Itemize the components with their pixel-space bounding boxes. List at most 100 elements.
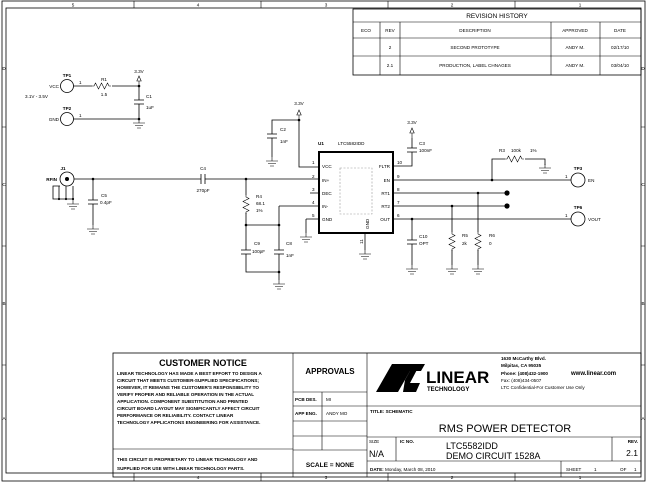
pin-number: 7 bbox=[397, 200, 400, 205]
r1-ref: R1 bbox=[101, 77, 107, 82]
r4-tolerance: 1% bbox=[256, 208, 263, 213]
c2-capacitor bbox=[267, 133, 277, 139]
size-label: SIZE bbox=[369, 439, 379, 444]
logo-sub: TECHNOLOGY bbox=[427, 387, 469, 393]
zone-label: D bbox=[641, 66, 645, 71]
proprietary-line: SUPPLIED FOR USE WITH LINEAR TECHNOLOGY … bbox=[117, 466, 244, 471]
zone-label: 4 bbox=[197, 3, 200, 8]
rt2-jumper-pad[interactable] bbox=[504, 203, 510, 209]
c8-capacitor bbox=[274, 249, 284, 255]
rev-label: REV. bbox=[628, 439, 638, 444]
tp1-testpoint[interactable] bbox=[60, 79, 74, 93]
zone-label: B bbox=[641, 301, 644, 306]
zone-label: 5 bbox=[72, 3, 75, 8]
c10-value: OPT bbox=[419, 241, 429, 246]
notice-line: HOWEVER, IT REMAINS THE CUSTOMER'S RESPO… bbox=[117, 385, 259, 390]
r3-resistor bbox=[504, 155, 525, 163]
pin-name: IN- bbox=[322, 204, 329, 209]
c9-capacitor bbox=[241, 249, 251, 255]
ground-icon bbox=[299, 232, 313, 243]
rev-cell: 2.1 bbox=[387, 63, 394, 68]
c9-value: 100pF bbox=[252, 249, 265, 254]
tp6-net: VOUT bbox=[588, 217, 601, 222]
pin-name: GND bbox=[322, 217, 333, 222]
pin-number: 4 bbox=[312, 200, 315, 205]
zone-label: B bbox=[2, 301, 5, 306]
customer-notice-text: LINEAR TECHNOLOGY HAS MADE A BEST EFFORT… bbox=[117, 371, 262, 425]
zone-label: C bbox=[2, 182, 6, 187]
c1-ref: C1 bbox=[146, 94, 152, 99]
u1-body[interactable] bbox=[318, 151, 394, 234]
table-row: 2 SECOND PROTOTYPE ANDY M. 02/17/10 bbox=[389, 45, 630, 50]
pin-name: VCC bbox=[322, 164, 332, 169]
date-label: DATE: bbox=[370, 467, 384, 472]
notice-line: APPLICATION. COMPONENT SUBSTITUTION AND … bbox=[117, 399, 249, 404]
notice-line: TECHNOLOGY APPLICATIONS ENGINEERING FOR … bbox=[117, 420, 260, 425]
tp3-pin: 1 bbox=[565, 174, 568, 179]
pin-number: 2 bbox=[312, 174, 315, 179]
zone-label: 4 bbox=[197, 475, 200, 480]
pin-name: FLTR bbox=[379, 164, 391, 169]
website-link[interactable]: www.linear.com bbox=[570, 371, 616, 377]
tp2-ref: TP2 bbox=[63, 106, 72, 111]
column-header: ECO bbox=[361, 28, 371, 33]
r6-value: 0 bbox=[489, 241, 492, 246]
zone-label: A bbox=[2, 416, 6, 421]
u1-ref: U1 bbox=[318, 141, 324, 146]
tp2-testpoint[interactable] bbox=[60, 112, 74, 126]
description-cell: PRODUCTION, LABEL CHNAGES bbox=[439, 63, 511, 68]
zone-label: A bbox=[641, 416, 645, 421]
tp1-net: VCC bbox=[49, 84, 59, 89]
approval-name: ANDY MO bbox=[326, 411, 348, 416]
ground-icon bbox=[132, 118, 146, 129]
ground-icon bbox=[66, 199, 80, 210]
c5-ref: C5 bbox=[101, 193, 107, 198]
approved-cell: ANDY M. bbox=[565, 63, 584, 68]
size-value: N/A bbox=[369, 449, 384, 459]
zone-label: 1 bbox=[579, 475, 582, 480]
column-header: APPROVED bbox=[562, 28, 588, 33]
r3-tolerance: 1% bbox=[530, 148, 537, 153]
pin-number: 8 bbox=[397, 187, 400, 192]
r1-resistor bbox=[91, 82, 112, 90]
c5-value: 0.4pF bbox=[100, 200, 112, 205]
rt1-jumper-pad[interactable] bbox=[504, 190, 510, 196]
c9-ref: C9 bbox=[254, 241, 260, 246]
column-header: DATE bbox=[614, 28, 626, 33]
demo-circuit: DEMO CIRCUIT 1528A bbox=[446, 451, 540, 461]
tp2-net: GND bbox=[49, 117, 60, 122]
c2-value: 1nF bbox=[280, 139, 288, 144]
pad-number: 11 bbox=[359, 239, 364, 244]
c1-capacitor bbox=[134, 99, 144, 105]
c10-capacitor bbox=[407, 239, 417, 245]
power-label: 3.3V bbox=[134, 69, 144, 74]
zone-label: 2 bbox=[451, 3, 454, 8]
title-label: TITLE: SCHEMATIC bbox=[370, 409, 413, 414]
approval-role: PCB DES. bbox=[295, 397, 317, 402]
zone-label: 2 bbox=[451, 475, 454, 480]
output-section: 3.3V C3 100nF R3 100k 1% TP3 1 EN R5 2k … bbox=[393, 120, 601, 275]
column-header: REV bbox=[385, 28, 395, 33]
tp6-pin: 1 bbox=[565, 213, 568, 218]
tp3-testpoint[interactable] bbox=[570, 172, 586, 188]
r4-resistor bbox=[242, 194, 250, 215]
linear-logo: LINEAR TECHNOLOGY bbox=[376, 364, 489, 393]
j1-ref: J1 bbox=[60, 166, 66, 171]
tp1-ref: TP1 bbox=[63, 73, 72, 78]
revision-history-title: REVISION HISTORY bbox=[466, 13, 528, 20]
ground-icon bbox=[538, 163, 552, 174]
rf-input-section: J1 RFIN C5 0.4pF C4 270pF R4 68.1 1% C9 … bbox=[46, 166, 319, 290]
pin-name: RT2 bbox=[381, 204, 390, 209]
address-line: Milpitas, CA 95035 bbox=[501, 363, 542, 368]
scale-label: SCALE = NONE bbox=[306, 462, 355, 469]
rev-cell: 2 bbox=[389, 45, 392, 50]
tp6-testpoint[interactable] bbox=[570, 211, 586, 227]
pin-number: 10 bbox=[397, 160, 403, 165]
date-cell: 02/17/10 bbox=[611, 45, 629, 50]
r5-resistor bbox=[448, 231, 456, 252]
fax: Fax: (408)434-0507 bbox=[501, 378, 542, 383]
c2-decoupling: 3.3V C2 1nF bbox=[265, 101, 319, 168]
zone-label: D bbox=[2, 66, 6, 71]
pin-name: OUT bbox=[380, 217, 390, 222]
confidential-note: LTC Confidential-For Customer Use Only bbox=[501, 385, 585, 390]
